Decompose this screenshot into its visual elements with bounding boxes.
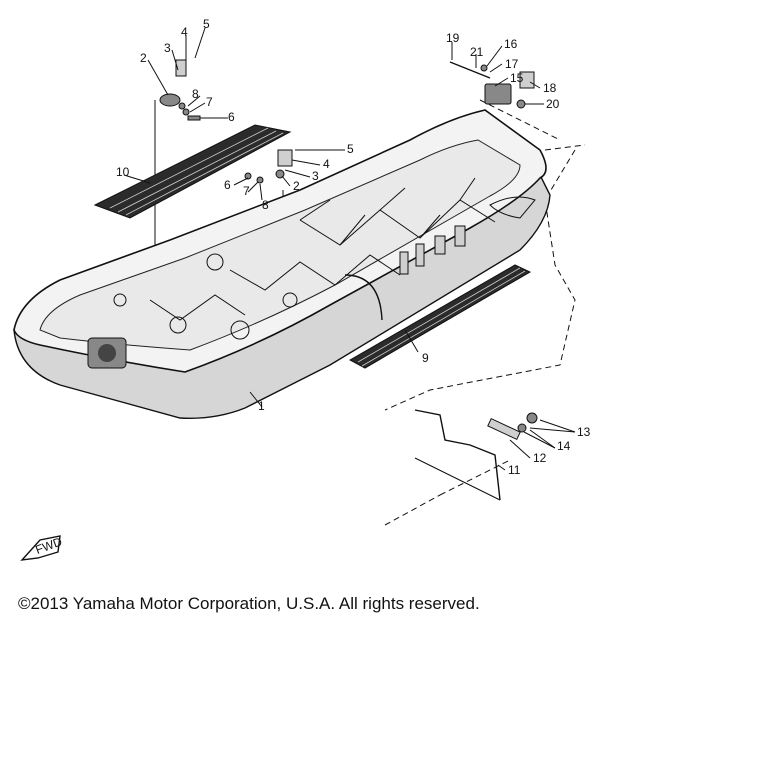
callout-9: 9 (422, 351, 429, 365)
callout-3: 3 (164, 41, 171, 55)
svg-text:FWD: FWD (34, 534, 65, 557)
bracket-parts-left (159, 59, 293, 184)
callout-12: 12 (533, 451, 547, 465)
callout-4b: 4 (323, 157, 330, 171)
callout-13: 13 (577, 425, 591, 439)
callout-10: 10 (116, 165, 130, 179)
callout-11: 11 (508, 463, 521, 477)
callout-6: 6 (228, 110, 235, 124)
callout-7: 7 (206, 95, 213, 109)
callout-8b: 8 (262, 198, 269, 212)
copyright-notice: ©2013 Yamaha Motor Corporation, U.S.A. A… (18, 594, 480, 613)
callout-6b: 6 (224, 178, 231, 192)
mat-9 (348, 264, 532, 369)
callout-2b: 2 (293, 179, 300, 193)
callout-15: 15 (510, 71, 524, 85)
plate-11 (414, 409, 538, 501)
callout-14: 14 (557, 439, 571, 453)
callout-8: 8 (192, 87, 199, 101)
callout-19: 19 (446, 31, 460, 45)
hull (13, 109, 551, 419)
callout-17: 17 (505, 57, 519, 71)
callout-2: 2 (140, 51, 147, 65)
callout-16: 16 (504, 37, 518, 51)
callout-labels: 1 2 3 4 5 8 7 6 5 4 3 2 6 7 8 10 9 19 21… (116, 17, 591, 477)
callout-1: 1 (258, 399, 265, 413)
callout-5b: 5 (347, 142, 354, 156)
callout-5: 5 (203, 17, 210, 31)
leader-lines (123, 27, 576, 471)
fwd-arrow-icon: FWD (20, 534, 65, 561)
callout-4: 4 (181, 25, 188, 39)
mat-10 (93, 124, 292, 219)
callout-18: 18 (543, 81, 557, 95)
callout-7b: 7 (243, 184, 250, 198)
callout-3b: 3 (312, 169, 319, 183)
callout-20: 20 (546, 97, 560, 111)
bracket-parts-right (449, 61, 535, 109)
callout-21: 21 (470, 45, 484, 59)
